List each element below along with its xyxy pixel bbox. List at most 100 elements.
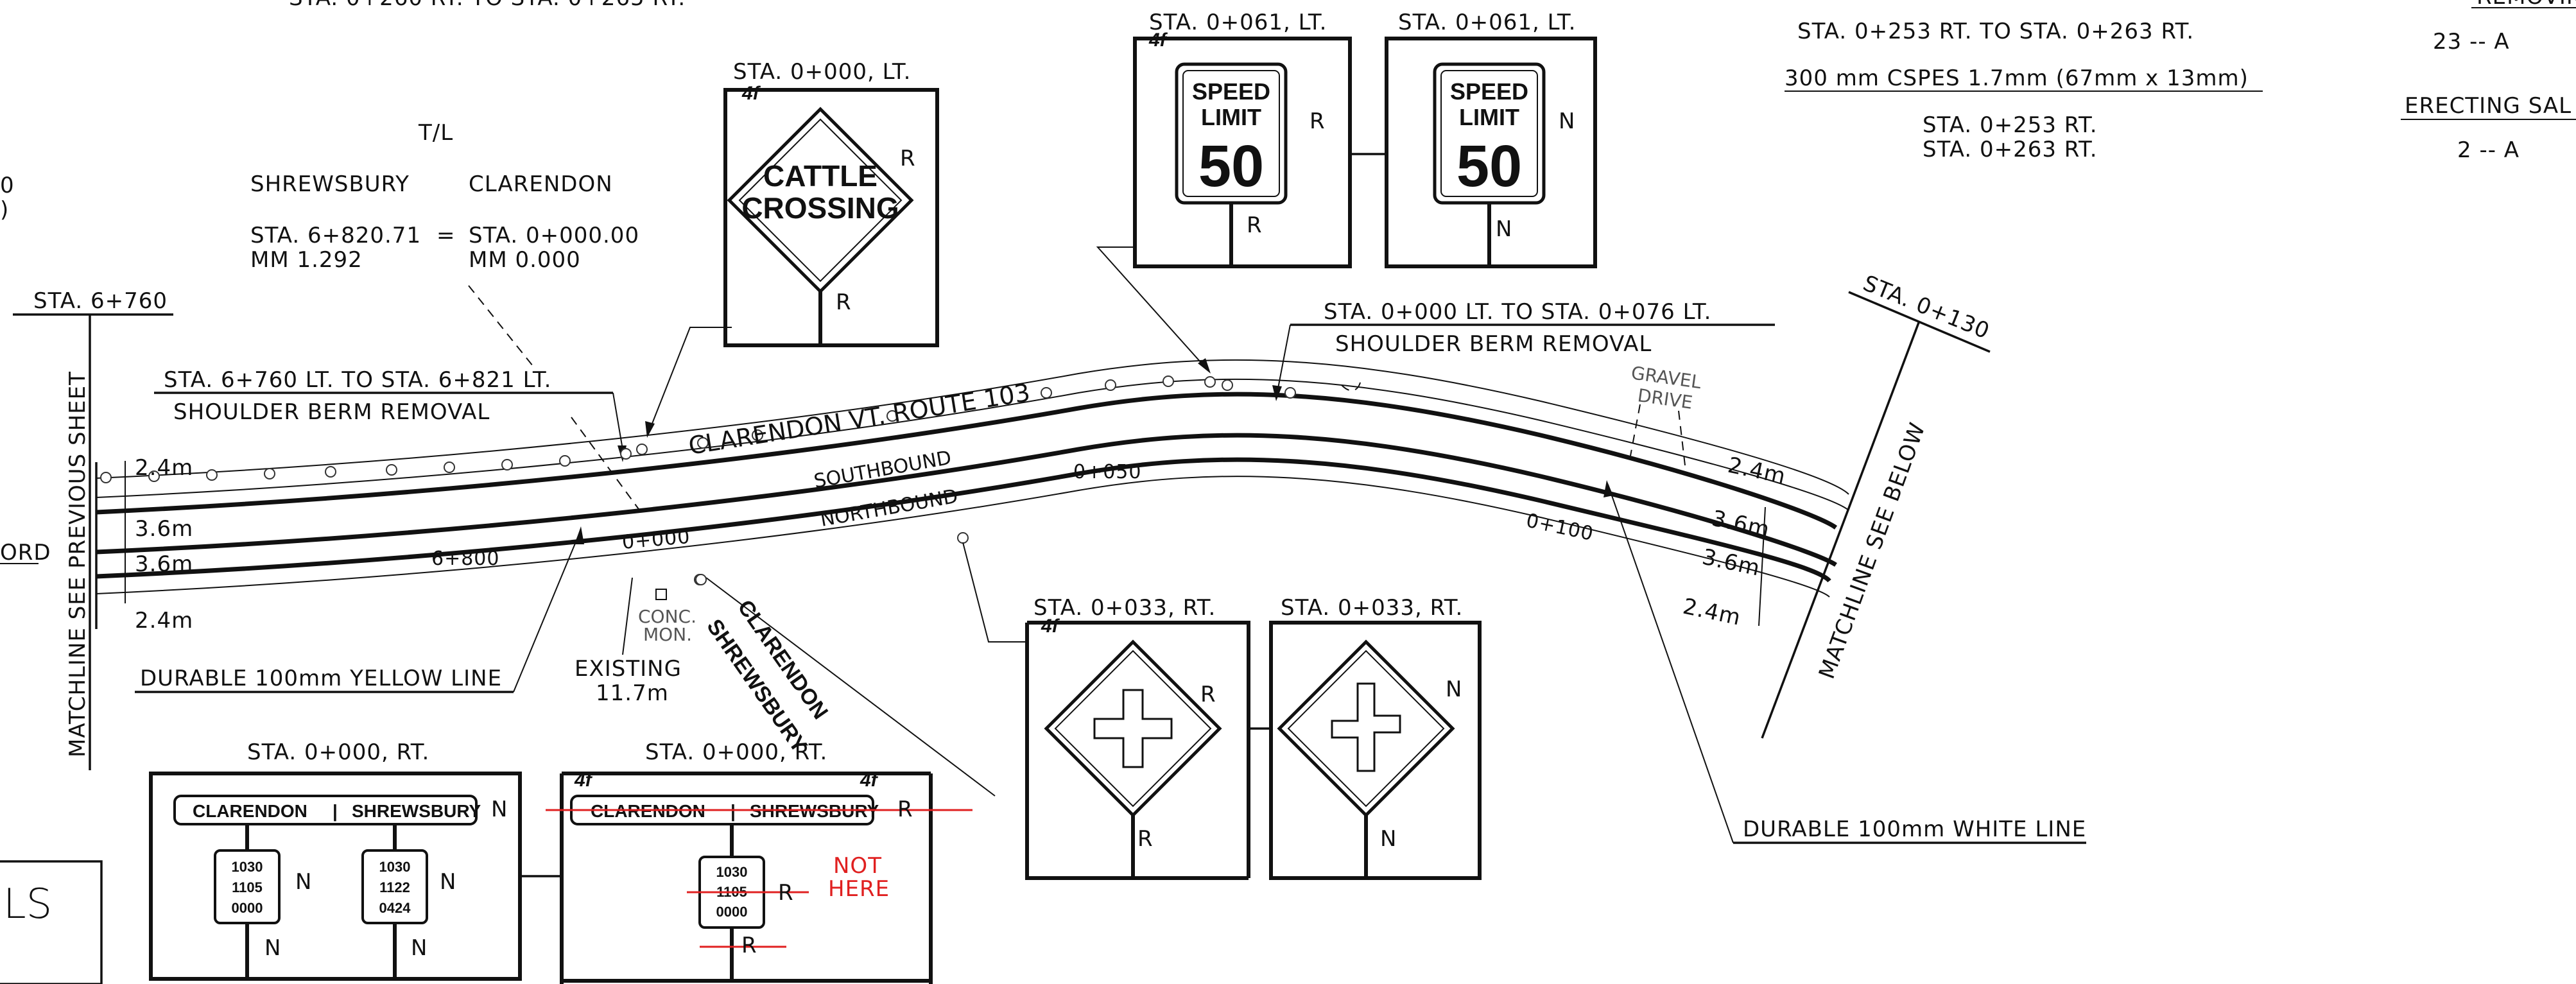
tl-right-town: CLARENDON — [469, 171, 613, 197]
side-n-n-bottom: N — [1380, 826, 1397, 852]
cattle-diamond-inner — [738, 118, 903, 282]
berm-post — [501, 459, 513, 470]
berm-post — [1163, 375, 1174, 387]
town-n-box1-l1: 1030 — [232, 859, 263, 875]
berm-post — [752, 429, 763, 441]
berm-post — [957, 532, 969, 544]
sign-cattle-crossing: STA. 0+000, LT. CATTLE CROSSING R R 4f — [645, 59, 939, 438]
side-n-symbol — [1331, 682, 1401, 772]
speed-n-line2: LIMIT — [1459, 104, 1519, 130]
existing-leader — [622, 577, 633, 655]
cattle-r-side: R — [900, 146, 916, 171]
width-right-lane2: 3.6m — [1700, 544, 1763, 582]
cattle-leader — [648, 327, 732, 434]
town-n-sep: | — [333, 801, 338, 821]
town-n-n1: N — [295, 869, 312, 895]
berm-right-line1: STA. 0+000 LT. TO STA. 0+076 LT. — [1324, 299, 1711, 325]
town-n-n3: N — [264, 935, 281, 961]
tl-eq-right1: STA. 0+000.00 — [469, 223, 639, 248]
speed-n-n-side: N — [1559, 108, 1575, 134]
route-label: CLARENDON VT. ROUTE 103 — [687, 378, 1032, 460]
side-n-diamond-inner — [1287, 650, 1445, 807]
conc-mon-label-2: MON. — [643, 624, 692, 645]
berm-right-leader — [1277, 324, 1291, 392]
sign-crossroad-r: STA. 0+033, RT. R R 4f — [962, 542, 1250, 880]
speed-r-line1: SPEED — [1192, 78, 1270, 105]
sign-side-road-n: STA. 0+033, RT. N N — [1269, 595, 1482, 880]
town-n-box2-l1: 1030 — [379, 859, 411, 875]
yellow-line-arrow — [575, 526, 584, 544]
roadway — [95, 359, 1849, 629]
town-r-station: STA. 0+000, RT. — [645, 739, 827, 765]
berm-edge-line — [96, 359, 1849, 495]
width-left-lane2: 3.6m — [135, 551, 193, 577]
berm-post — [264, 468, 275, 479]
side-n-n-side: N — [1446, 677, 1462, 702]
matchline-left-label: MATCHLINE SEE PREVIOUS SHEET — [65, 371, 91, 757]
berm-post — [206, 469, 218, 481]
speed-r-panel-inner — [1182, 70, 1280, 197]
cspes-line2: 300 mm CSPES 1.7mm (67mm x 13mm) — [1785, 65, 2249, 91]
speed-r-frame — [1133, 37, 1352, 268]
berm-post — [1041, 387, 1052, 399]
town-n-box2-l3: 0424 — [379, 900, 411, 916]
town-r-r-side: R — [897, 797, 913, 822]
berm-left-line2: SHOULDER BERM REMOVAL — [173, 399, 490, 425]
width-left-bot: 2.4m — [135, 608, 193, 634]
berm-post — [1204, 376, 1216, 388]
edge-line-bottom — [96, 457, 1831, 583]
berm-post — [444, 462, 455, 473]
town-r-corner-left: 4f — [574, 770, 594, 791]
tl-eq-sign: = — [437, 223, 456, 248]
berm-post — [559, 455, 571, 467]
speed-n-line1: SPEED — [1450, 78, 1528, 105]
berm-post — [697, 437, 709, 449]
sta-6760-label: STA. 6+760 — [33, 288, 168, 314]
cross-r-r-bottom: R — [1137, 826, 1154, 852]
station-0000: 0+000 — [621, 526, 691, 554]
tl-label: T/L — [418, 120, 453, 146]
width-right-bot: 2.4m — [1681, 594, 1743, 631]
berm-post — [325, 466, 336, 478]
town-r-corner-right: 4f — [860, 770, 879, 791]
cross-r-symbol — [1093, 689, 1173, 768]
sta-0130-label: STA. 0+130 — [1860, 270, 1994, 344]
cross-r-station: STA. 0+033, RT. — [1033, 595, 1216, 621]
speed-r-r-side: R — [1310, 108, 1326, 134]
yellow-line-leader — [513, 529, 582, 693]
berm-left-line1: STA. 6+760 LT. TO STA. 6+821 LT. — [164, 367, 551, 393]
top-left-fragment: - — [0, 0, 8, 8]
town-r-not-here-1: NOT — [833, 853, 882, 879]
speed-r-value: 50 — [1198, 134, 1264, 199]
cross-r-frame-left — [1025, 623, 1249, 880]
berm-post — [886, 410, 898, 422]
white-line-label: DURABLE 100mm WHITE LINE — [1743, 816, 2086, 842]
town-n-box1-l3: 0000 — [232, 900, 263, 916]
width-right-lane1: 3.6m — [1709, 506, 1772, 543]
tl-eq-left2: MM 1.292 — [250, 247, 363, 273]
sign-town-line-r: STA. 0+000, RT. CLARENDON | SHREWSBURY R… — [546, 739, 972, 984]
berm-post — [386, 464, 397, 476]
town-r-box-l3: 0000 — [716, 904, 748, 920]
cspes-line1: STA. 0+253 RT. TO STA. 0+263 RT. — [1797, 19, 2194, 44]
town-n-station: STA. 0+000, RT. — [247, 739, 429, 765]
town-r-box-l1: 1030 — [716, 864, 748, 880]
berm-post — [1284, 387, 1296, 399]
tl-eq-left1: STA. 6+820.71 — [250, 223, 421, 248]
width-left-top: 2.4m — [135, 455, 193, 481]
speed-n-value: 50 — [1457, 134, 1522, 199]
cross-r-frame-right — [1027, 621, 1250, 878]
station-6800: 6+800 — [431, 548, 499, 570]
tl-left-town: SHREWSBURY — [250, 171, 410, 197]
speed-n-station: STA. 0+061, LT. — [1398, 10, 1576, 35]
town-n-right: SHREWSBURY — [352, 801, 481, 821]
town-r-r2: R — [741, 933, 757, 958]
speed-r-station: STA. 0+061, LT. — [1149, 10, 1327, 35]
white-line-arrow — [1604, 480, 1613, 497]
town-n-n-side: N — [491, 797, 508, 822]
cspes-line3: STA. 0+253 RT. — [1923, 112, 2098, 138]
berm-left-leader — [612, 392, 623, 450]
berm-post — [636, 444, 648, 455]
berm-post — [1222, 379, 1233, 391]
